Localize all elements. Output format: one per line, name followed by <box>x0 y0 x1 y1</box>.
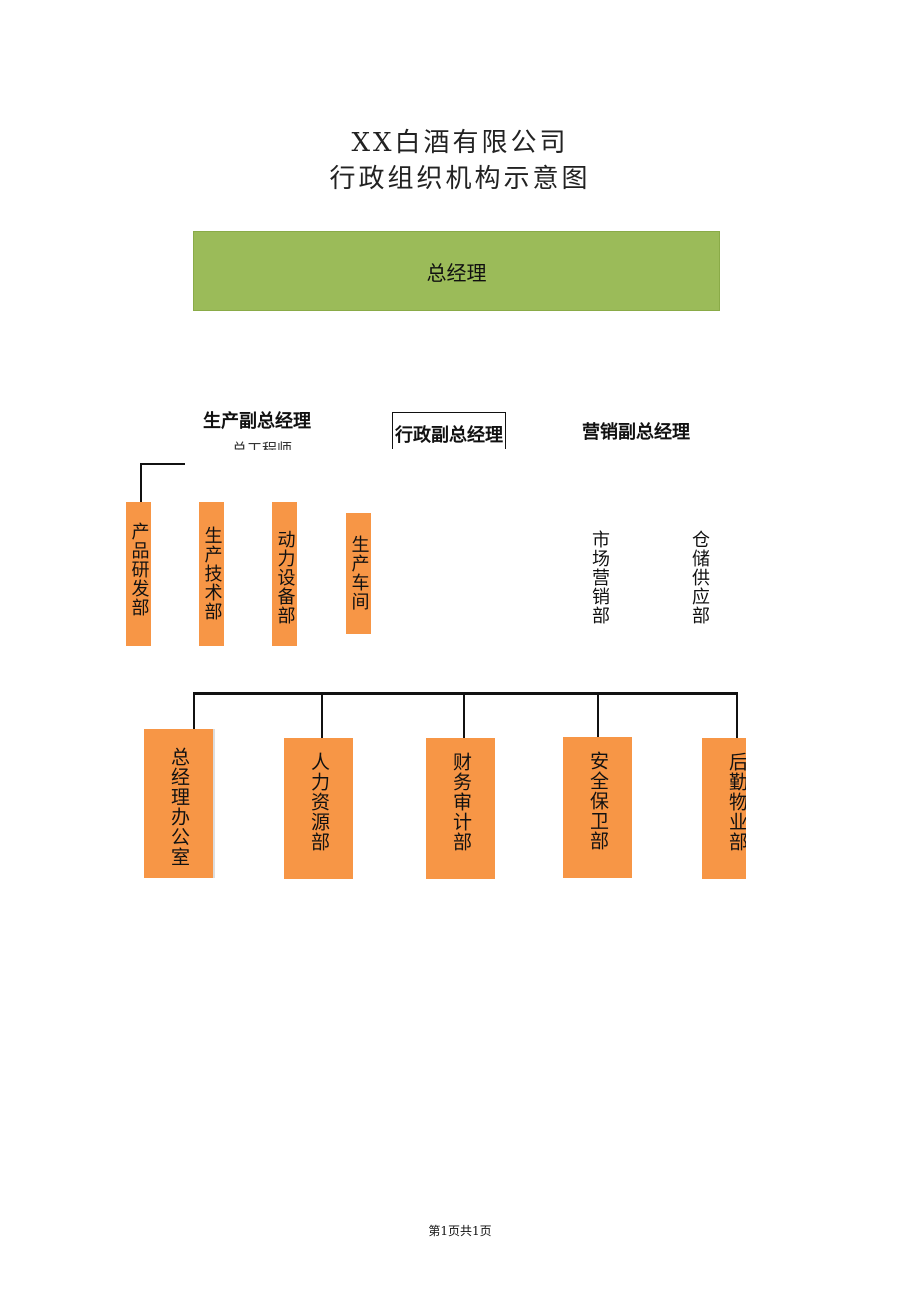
connector-line <box>463 695 465 738</box>
dept-box: 后勤物业部 <box>702 738 746 879</box>
dept-box: 人力资源部 <box>284 738 353 879</box>
general-manager-box: 总经理 <box>193 231 720 311</box>
connector-line <box>597 695 599 737</box>
connector-line <box>140 463 142 503</box>
dept-box: 总经理办公室 <box>144 729 215 878</box>
connector-line <box>193 692 195 730</box>
dept-label: 仓储供应部 <box>689 530 710 625</box>
dept-box: 安全保卫部 <box>563 737 632 878</box>
dept-box: 生产技术部 <box>199 502 224 646</box>
dept-label: 市场营销部 <box>589 530 610 625</box>
connector-line <box>140 463 185 465</box>
marketing-vp-label: 营销副总经理 <box>582 422 690 443</box>
connector-line <box>321 695 323 738</box>
chart-title: 行政组织机构示意图 <box>329 164 591 194</box>
dept-box: 生产车间 <box>346 513 371 634</box>
company-title: XX白酒有限公司 <box>351 128 569 158</box>
dept-box: 产品研发部 <box>126 502 151 646</box>
production-vp-label: 生产副总经理 <box>203 411 311 432</box>
connector-line <box>193 692 738 695</box>
page-footer: 第1页共1页 <box>428 1224 492 1238</box>
dept-box: 动力设备部 <box>272 502 297 646</box>
connector-line <box>736 695 738 738</box>
admin-vp-label: 行政副总经理 <box>392 412 506 449</box>
dept-box: 财务审计部 <box>426 738 495 879</box>
chief-engineer-label: 总工程师 <box>232 440 293 450</box>
